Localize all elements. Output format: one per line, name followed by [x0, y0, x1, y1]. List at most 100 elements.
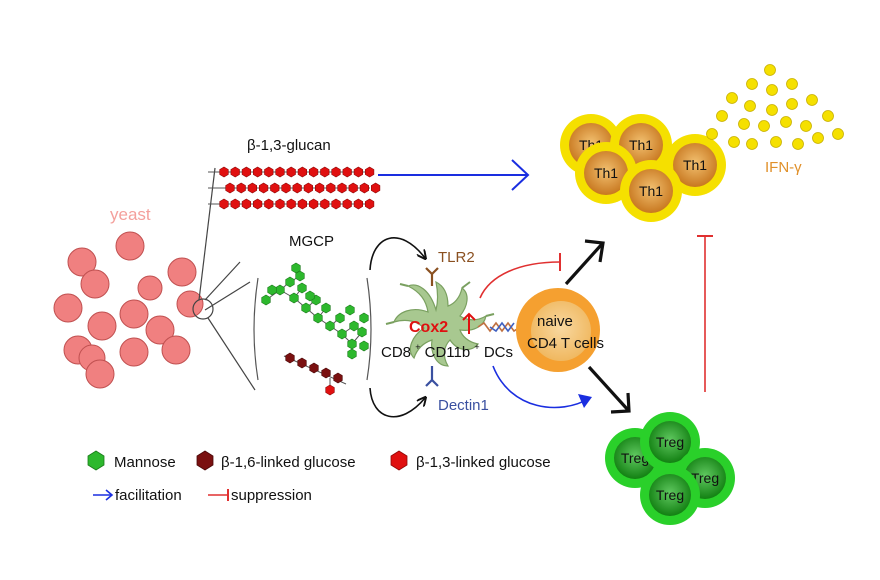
ifn-label: IFN-γ [765, 159, 802, 176]
b13-glucose-unit [258, 182, 269, 194]
yeast-cell [119, 299, 149, 329]
ifn-gamma-dot [770, 136, 782, 148]
naive-label-line1: naive [537, 313, 573, 330]
b13-glucose-unit [331, 166, 341, 178]
b13-glucose-unit [353, 198, 364, 210]
b13-glucose-unit [219, 198, 229, 210]
mgcp-bracket-right [366, 277, 372, 381]
b13-glucose-unit [292, 182, 302, 194]
th1-cell: Th1 [620, 160, 682, 222]
b13-glucose-unit [264, 166, 274, 178]
b13-glucose-unit [247, 182, 258, 194]
yeast-cell [115, 231, 145, 261]
b13-glucose-unit [219, 166, 229, 178]
b13-glucose-unit [320, 166, 330, 178]
mannose-unit [289, 292, 299, 304]
b13-glucose-unit [359, 182, 370, 194]
mannose-unit [291, 262, 301, 274]
ifn-gamma-dot [764, 64, 776, 76]
mgcp-structure [261, 262, 369, 396]
treg-label: Treg [621, 450, 649, 466]
b13-glucose-unit [253, 198, 263, 210]
arrow-mgcp-to-dectin1 [369, 387, 425, 418]
ifn-gamma-dot [746, 138, 758, 150]
b13-glucose-unit [314, 182, 325, 194]
mannose-unit [325, 320, 335, 332]
arrow-glucan-to-th1-head [511, 159, 530, 191]
ifn-gamma-dot [726, 92, 738, 104]
mannose-unit [347, 348, 357, 360]
b13-glucose-unit [308, 198, 319, 210]
b13-glucose-unit [241, 198, 251, 210]
legend: Mannose β-1,6-linked glucose β-1,3-linke… [87, 450, 551, 504]
b13-glucose-unit [241, 166, 251, 178]
mannose-unit [301, 302, 311, 314]
arrow-naive-to-treg [587, 365, 631, 414]
th1-label: Th1 [683, 157, 707, 173]
mannose-legend-icon [87, 450, 105, 471]
tlr2-label: TLR2 [438, 249, 475, 266]
ifn-gamma-dot [766, 104, 778, 116]
treg-label: Treg [656, 487, 684, 503]
legend-facilitation: facilitation [115, 487, 182, 504]
dc-label-cd11b: CD11b [425, 344, 471, 361]
b13-glucose-unit [230, 198, 240, 210]
mannose-unit [267, 284, 277, 296]
ifn-gamma-dot [738, 118, 750, 130]
yeast-cell [161, 335, 191, 365]
beta-glucan-chains [208, 166, 381, 210]
ifn-gamma-dot [780, 116, 792, 128]
treg-cell: Treg [640, 465, 700, 525]
b13-glucose-unit [225, 182, 235, 194]
dc-label-cd8: CD8 [381, 344, 411, 361]
facilitation-dc-to-treg [492, 365, 591, 409]
b13-glucose-unit [297, 198, 308, 210]
ifn-gamma-dot [792, 138, 804, 150]
ifn-gamma-dot [728, 136, 740, 148]
mgcp-label: MGCP [289, 233, 334, 250]
tlr2-receptor-icon [425, 267, 439, 286]
b13-glucose-unit [308, 166, 319, 178]
th1-label: Th1 [594, 165, 618, 181]
ifn-gamma-dot [806, 94, 818, 106]
mannose-unit [357, 326, 367, 338]
b13-glucose-unit [303, 182, 314, 194]
dc-label-dcs: DCs [484, 344, 513, 361]
naive-cd4-t-cell [516, 288, 600, 372]
mannose-unit [261, 294, 271, 306]
treg-label: Treg [691, 470, 719, 486]
ifn-gamma-dot [786, 98, 798, 110]
b13-glucose-unit [297, 166, 308, 178]
mgcp-bracket-left [253, 277, 259, 381]
ifn-gamma-dot [832, 128, 844, 140]
ifn-gamma-dot [812, 132, 824, 144]
legend-suppression: suppression [231, 487, 312, 504]
mannose-unit [335, 312, 345, 324]
yeast-cell [85, 359, 115, 389]
arrow-naive-to-th1 [564, 239, 605, 286]
mannose-unit [337, 328, 347, 340]
treg-cell-body [649, 474, 691, 516]
suppression-dc-to-th1 [479, 261, 561, 299]
b13-glucose-unit [253, 166, 263, 178]
mannose-unit [313, 312, 323, 324]
yeast-cell [67, 247, 97, 277]
ifn-gamma-dot [786, 78, 798, 90]
b16-glucose-legend-icon [196, 450, 214, 471]
facilitation-arrow-icon [93, 489, 114, 501]
yeast-cell [53, 293, 83, 323]
ifn-gamma-dot [706, 128, 718, 140]
mannose-unit [297, 282, 307, 294]
b13-glucose-unit [236, 182, 246, 194]
mannose-unit [359, 312, 369, 324]
arrow-mgcp-to-tlr2 [369, 237, 425, 271]
ifn-gamma-dot [800, 120, 812, 132]
mannose-unit [305, 290, 315, 302]
yeast-label: yeast [110, 205, 151, 224]
b13-glucose-unit [364, 166, 375, 178]
th1-cell-body [584, 151, 628, 195]
b16-glucose-unit [333, 372, 343, 384]
yeast-cell [176, 290, 204, 318]
mannose-unit [295, 270, 305, 282]
